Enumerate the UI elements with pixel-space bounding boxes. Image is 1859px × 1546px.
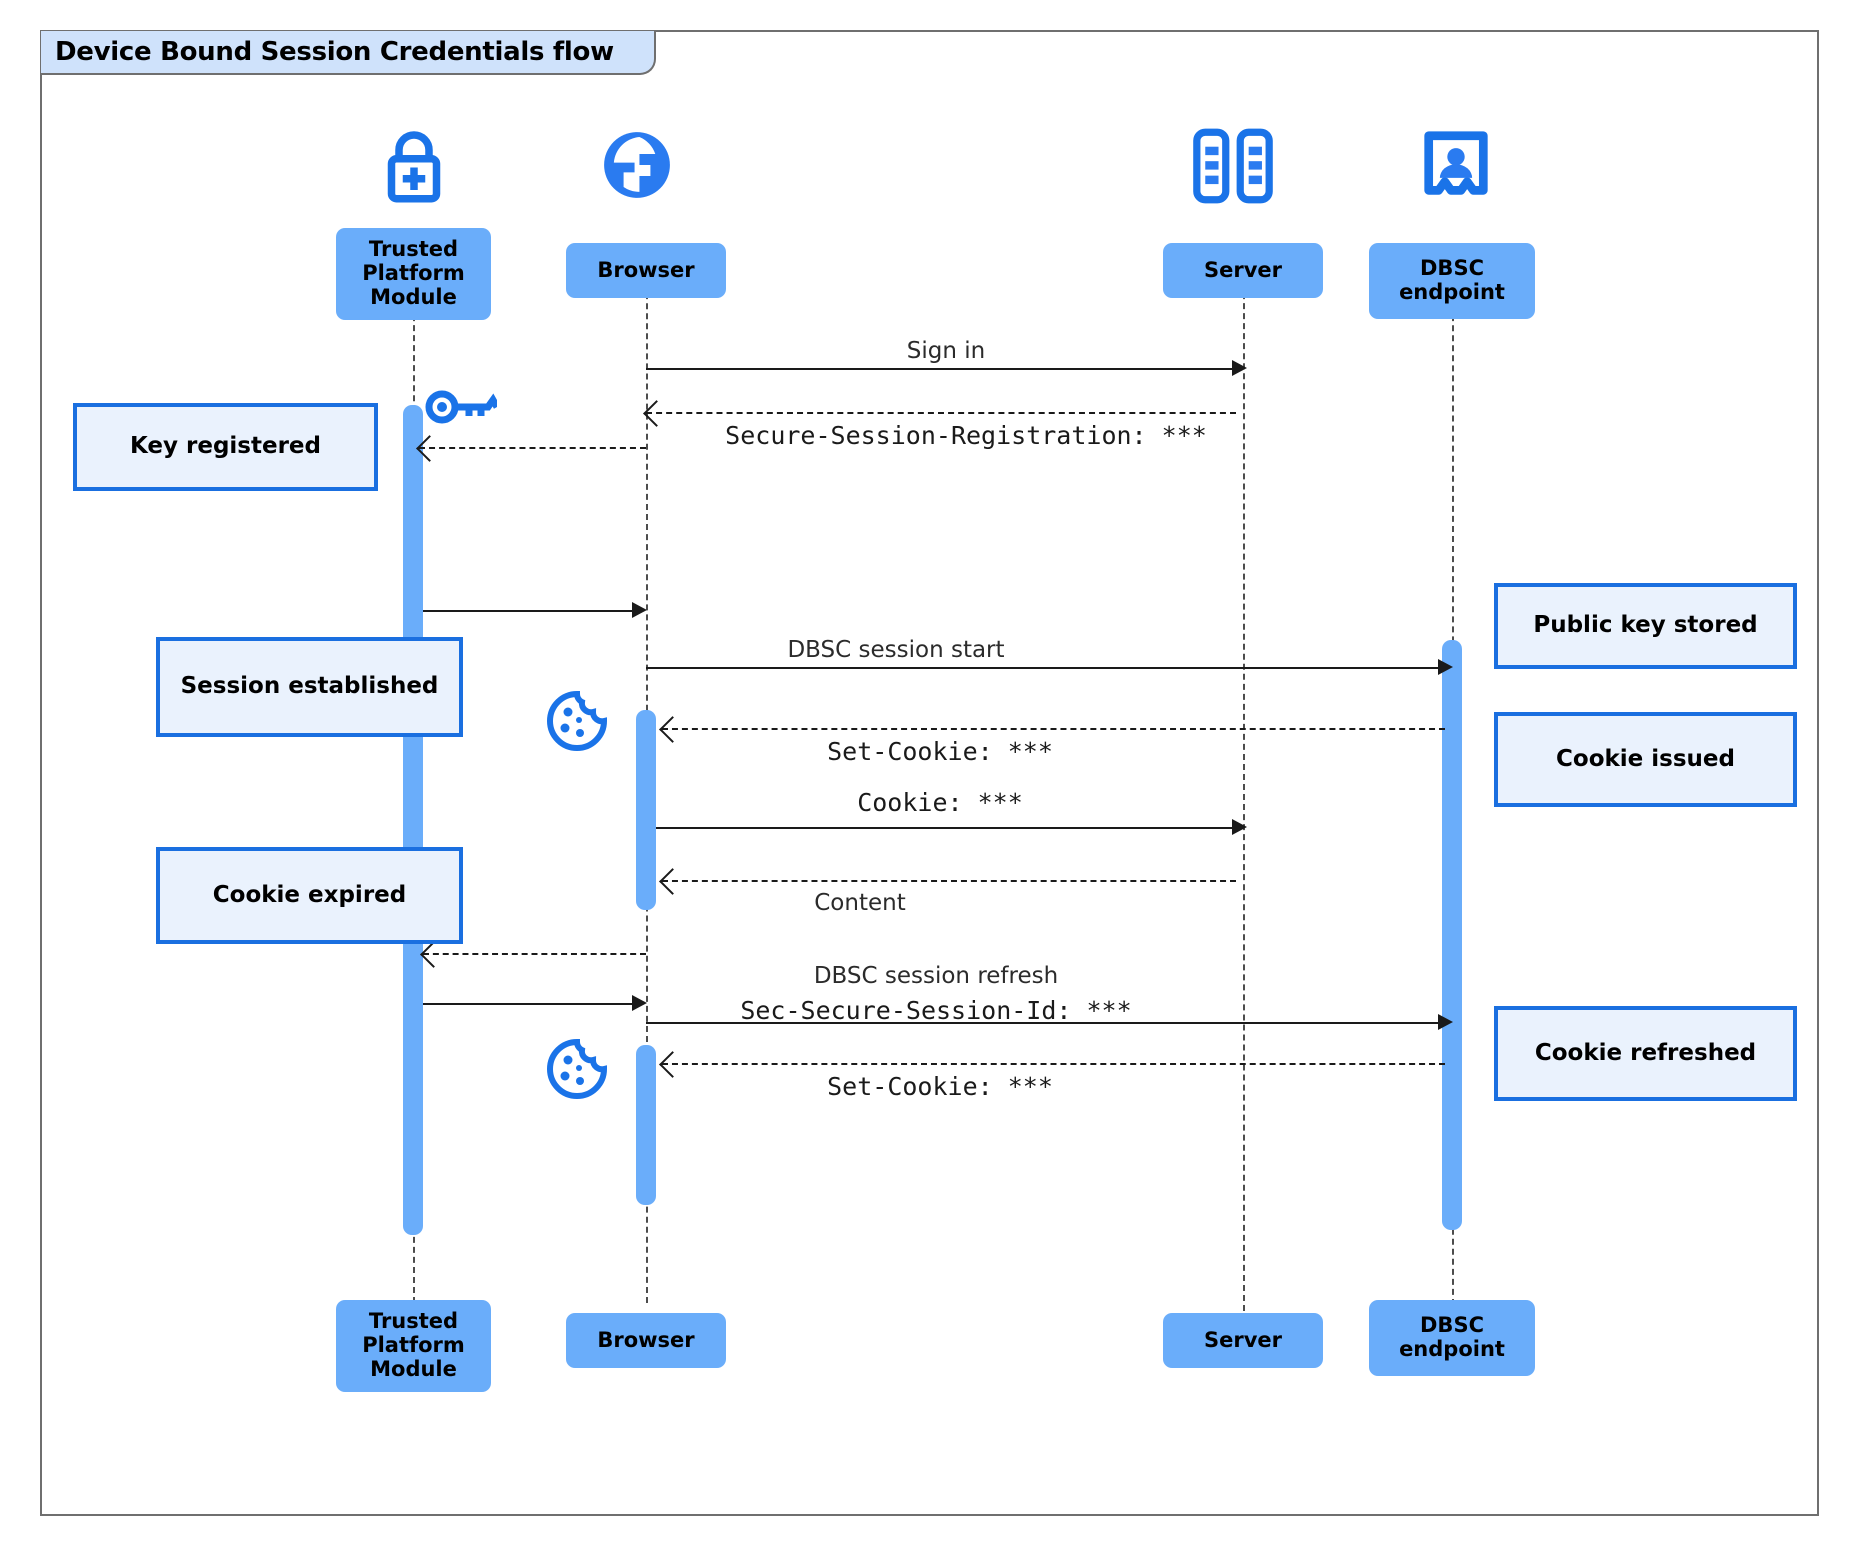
message-line-sign-in [646, 368, 1236, 370]
note-cookie-issued: Cookie issued [1494, 712, 1797, 807]
participant-footer-server-label: Server [1203, 1327, 1282, 1352]
arrowhead-sign-in [1232, 360, 1247, 376]
participant-footer-tpm[interactable]: Trusted Platform Module [336, 1300, 491, 1392]
arrowhead-dbsc-session-start [1438, 659, 1453, 675]
message-line-secure-session-registration-a [646, 412, 1236, 414]
message-line-browser-to-tpm [423, 953, 646, 955]
message-label-sec-secure-session-id: Sec-Secure-Session-Id: *** [740, 996, 1132, 1025]
message-line-dbsc-session-refresh [646, 1022, 1445, 1024]
participant-dbsc[interactable]: DBSC endpoint [1369, 243, 1535, 319]
message-line-tpm-to-browser-1 [423, 610, 636, 612]
arrowhead-tpm-to-browser-2 [632, 995, 647, 1011]
globe-icon [598, 126, 676, 209]
message-line-dbsc-session-start [646, 667, 1445, 669]
participant-footer-server[interactable]: Server [1163, 1313, 1323, 1368]
note-session-established: Session established [156, 637, 463, 737]
message-label-cookie: Cookie: *** [857, 788, 1023, 817]
activation-tpm [403, 405, 423, 1235]
id-badge-person-icon [1420, 128, 1492, 213]
message-line-cookie [656, 827, 1236, 829]
message-label-content: Content [814, 890, 906, 916]
note-cookie-expired-text: Cookie expired [212, 881, 407, 908]
participant-footer-browser[interactable]: Browser [566, 1313, 726, 1368]
message-line-set-cookie-2 [662, 1063, 1445, 1065]
lifeline-server [1243, 253, 1245, 1311]
participant-browser-label: Browser [597, 257, 695, 282]
message-label-set-cookie-1: Set-Cookie: *** [827, 737, 1053, 766]
participant-dbsc-label: DBSC endpoint [1399, 256, 1505, 304]
participant-tpm[interactable]: Trusted Platform Module [336, 228, 491, 320]
lock-plus-icon [374, 125, 454, 210]
message-label-secure-session-registration: Secure-Session-Registration: *** [725, 421, 1207, 450]
message-label-sign-in: Sign in [906, 338, 986, 364]
note-public-key-stored: Public key stored [1494, 583, 1797, 669]
participant-footer-tpm-label: Trusted Platform Module [362, 1309, 465, 1381]
message-label-dbsc-session-refresh: DBSC session refresh [813, 963, 1059, 989]
key-icon [425, 385, 501, 434]
message-line-secure-session-registration-b [419, 447, 646, 449]
activation-dbsc [1442, 640, 1462, 1230]
message-label-dbsc-session-start: DBSC session start [787, 637, 1005, 663]
participant-footer-dbsc-label: DBSC endpoint [1399, 1313, 1505, 1361]
note-key-registered-text: Key registered [130, 433, 321, 460]
note-public-key-stored-text: Public key stored [1533, 612, 1758, 639]
arrowhead-dbsc-session-refresh [1438, 1014, 1453, 1030]
note-session-established-text: Session established [180, 673, 439, 700]
participant-browser[interactable]: Browser [566, 243, 726, 298]
diagram-title: Device Bound Session Credentials flow [55, 37, 614, 67]
participant-server[interactable]: Server [1163, 243, 1323, 298]
cookie-icon [546, 1038, 608, 1105]
note-cookie-expired: Cookie expired [156, 847, 463, 944]
participant-footer-dbsc[interactable]: DBSC endpoint [1369, 1300, 1535, 1376]
participant-footer-browser-label: Browser [597, 1327, 695, 1352]
note-cookie-refreshed-text: Cookie refreshed [1534, 1039, 1757, 1066]
frame-title-tab: Device Bound Session Credentials flow [41, 31, 656, 75]
participant-tpm-label: Trusted Platform Module [362, 237, 465, 309]
activation-browser-2 [636, 1045, 656, 1205]
participant-server-label: Server [1203, 257, 1282, 282]
note-cookie-refreshed: Cookie refreshed [1494, 1006, 1797, 1101]
activation-browser-1 [636, 710, 656, 910]
arrowhead-cookie [1232, 819, 1247, 835]
note-cookie-issued-text: Cookie issued [1556, 745, 1735, 772]
message-line-tpm-to-browser-2 [423, 1003, 636, 1005]
arrowhead-tpm-to-browser-1 [632, 602, 647, 618]
message-label-set-cookie-2: Set-Cookie: *** [827, 1072, 1053, 1101]
note-key-registered: Key registered [73, 403, 378, 491]
cookie-icon [546, 690, 608, 757]
server-rack-icon [1192, 128, 1274, 209]
message-line-set-cookie-1 [662, 728, 1445, 730]
message-line-content [662, 880, 1236, 882]
